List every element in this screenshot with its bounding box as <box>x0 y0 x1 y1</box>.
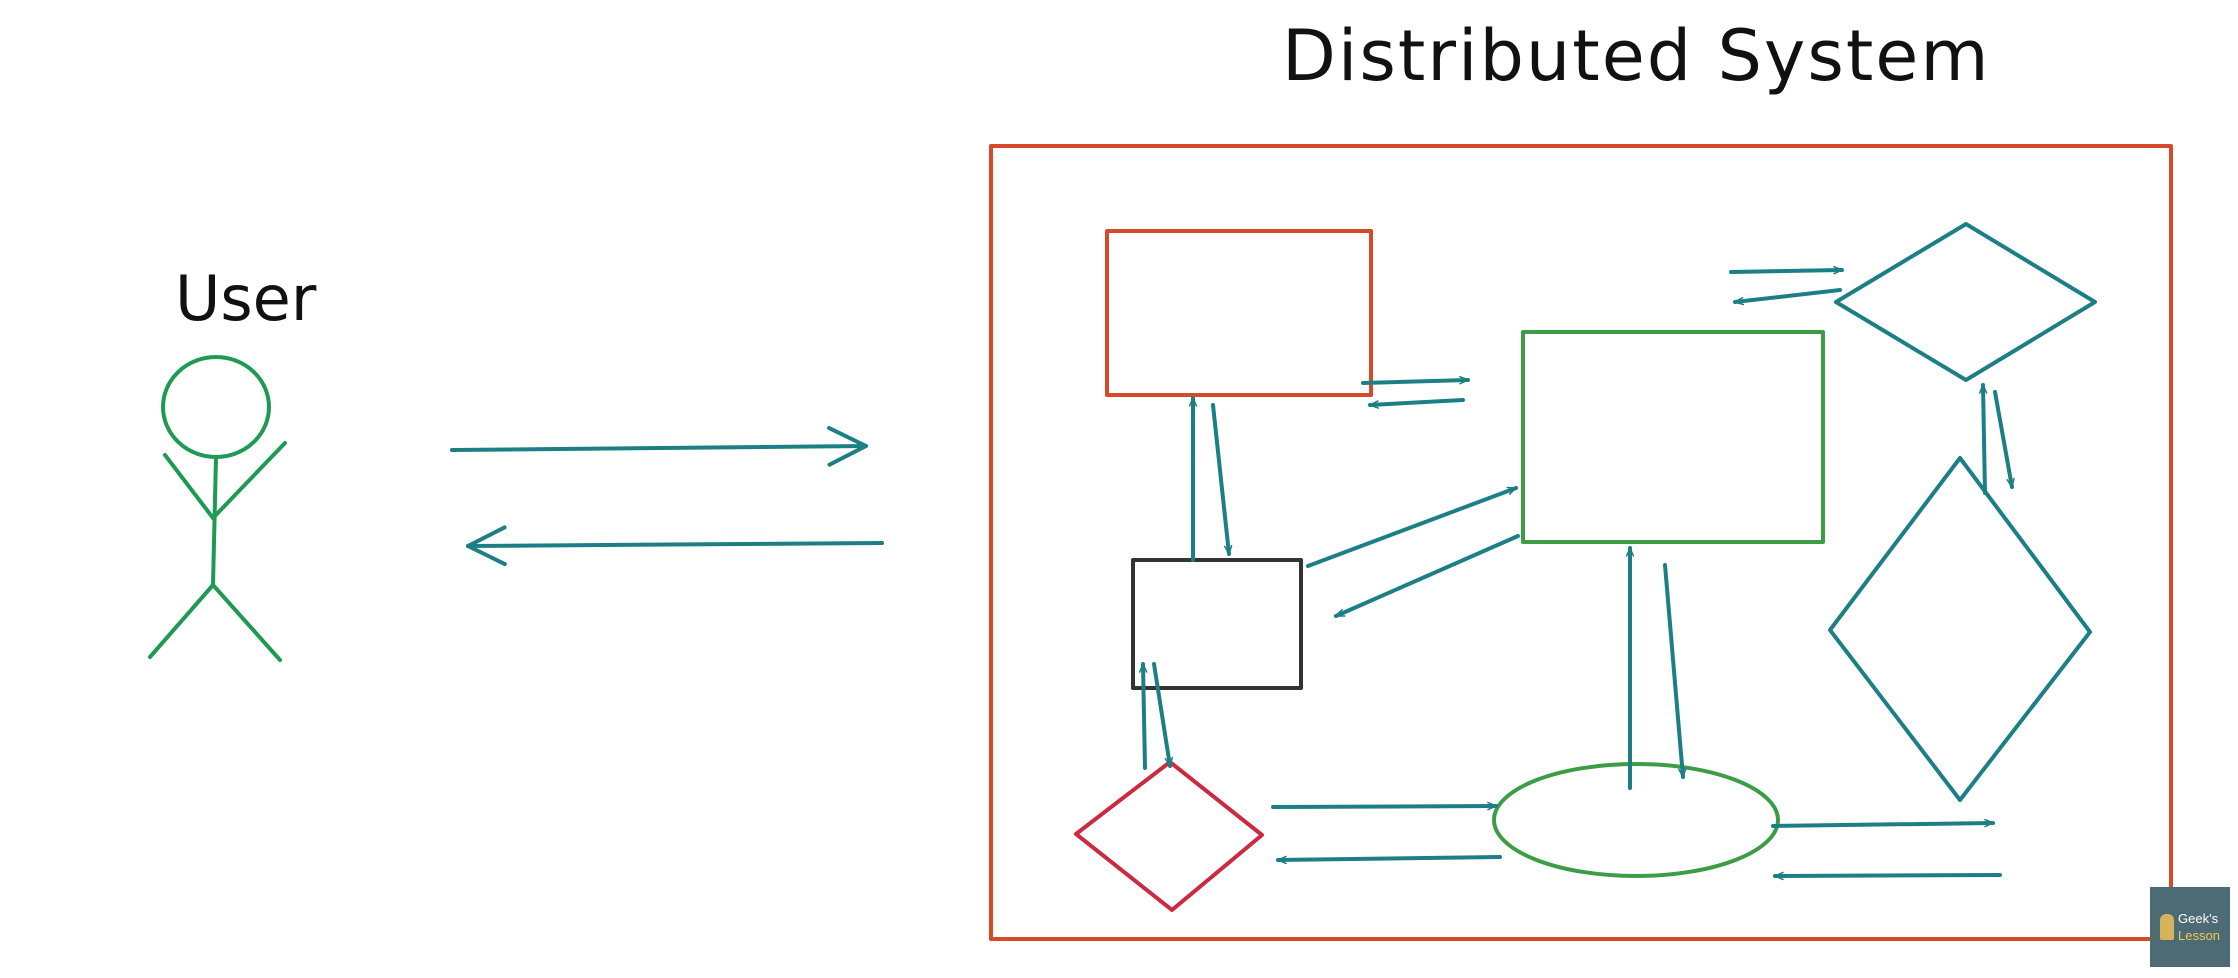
arrow-large-to-small-diamond <box>1978 383 1988 495</box>
arrow-dark-to-green <box>1306 486 1518 568</box>
arrow-ellipse-to-diamond <box>1276 855 1502 865</box>
logo-line-2: Lesson <box>2178 928 2220 943</box>
system-to-user-arrow <box>465 525 884 567</box>
lantern-icon <box>2160 914 2175 940</box>
arrow-green-to-dark <box>1334 534 1520 618</box>
arrow-green-to-orange <box>1368 398 1465 409</box>
arrow-green-to-ellipse <box>1663 563 1687 779</box>
diagram-title: Distributed System <box>1282 15 1991 97</box>
node-teal-diamond-small <box>1834 222 2097 382</box>
user-label: User <box>175 262 317 335</box>
internal-arrows <box>1138 265 2015 881</box>
arrow-ellipse-to-large-diamond <box>1771 818 1995 828</box>
user-stick-figure-icon <box>148 355 287 662</box>
arrow-orange-to-green <box>1361 375 1470 385</box>
logo-text: Geek's Lesson <box>2178 910 2220 944</box>
logo-line-1: Geek's <box>2178 911 2219 926</box>
arrow-dark-to-diamond <box>1152 662 1173 768</box>
arrow-out-of-small-diamond <box>1733 288 1842 306</box>
node-red-diamond <box>1074 760 1264 912</box>
node-dark-rectangle <box>1131 558 1303 690</box>
node-orange-rectangle <box>1105 229 1373 397</box>
arrow-large-diamond-to-ellipse <box>1773 871 2002 881</box>
node-green-ellipse <box>1492 762 1780 878</box>
arrow-orange-to-dark <box>1211 403 1233 556</box>
arrow-small-to-large-diamond <box>1993 390 2015 489</box>
user-to-system-arrow <box>450 426 869 467</box>
arrow-into-small-diamond <box>1729 265 1844 275</box>
node-teal-diamond-large <box>1828 456 2092 802</box>
arrow-diamond-to-dark <box>1138 662 1148 770</box>
geeks-lesson-logo: Geek's Lesson <box>2150 887 2230 967</box>
arrow-diamond-to-ellipse <box>1271 801 1498 811</box>
distributed-system-boundary <box>989 144 2173 941</box>
node-green-rectangle <box>1521 330 1825 544</box>
